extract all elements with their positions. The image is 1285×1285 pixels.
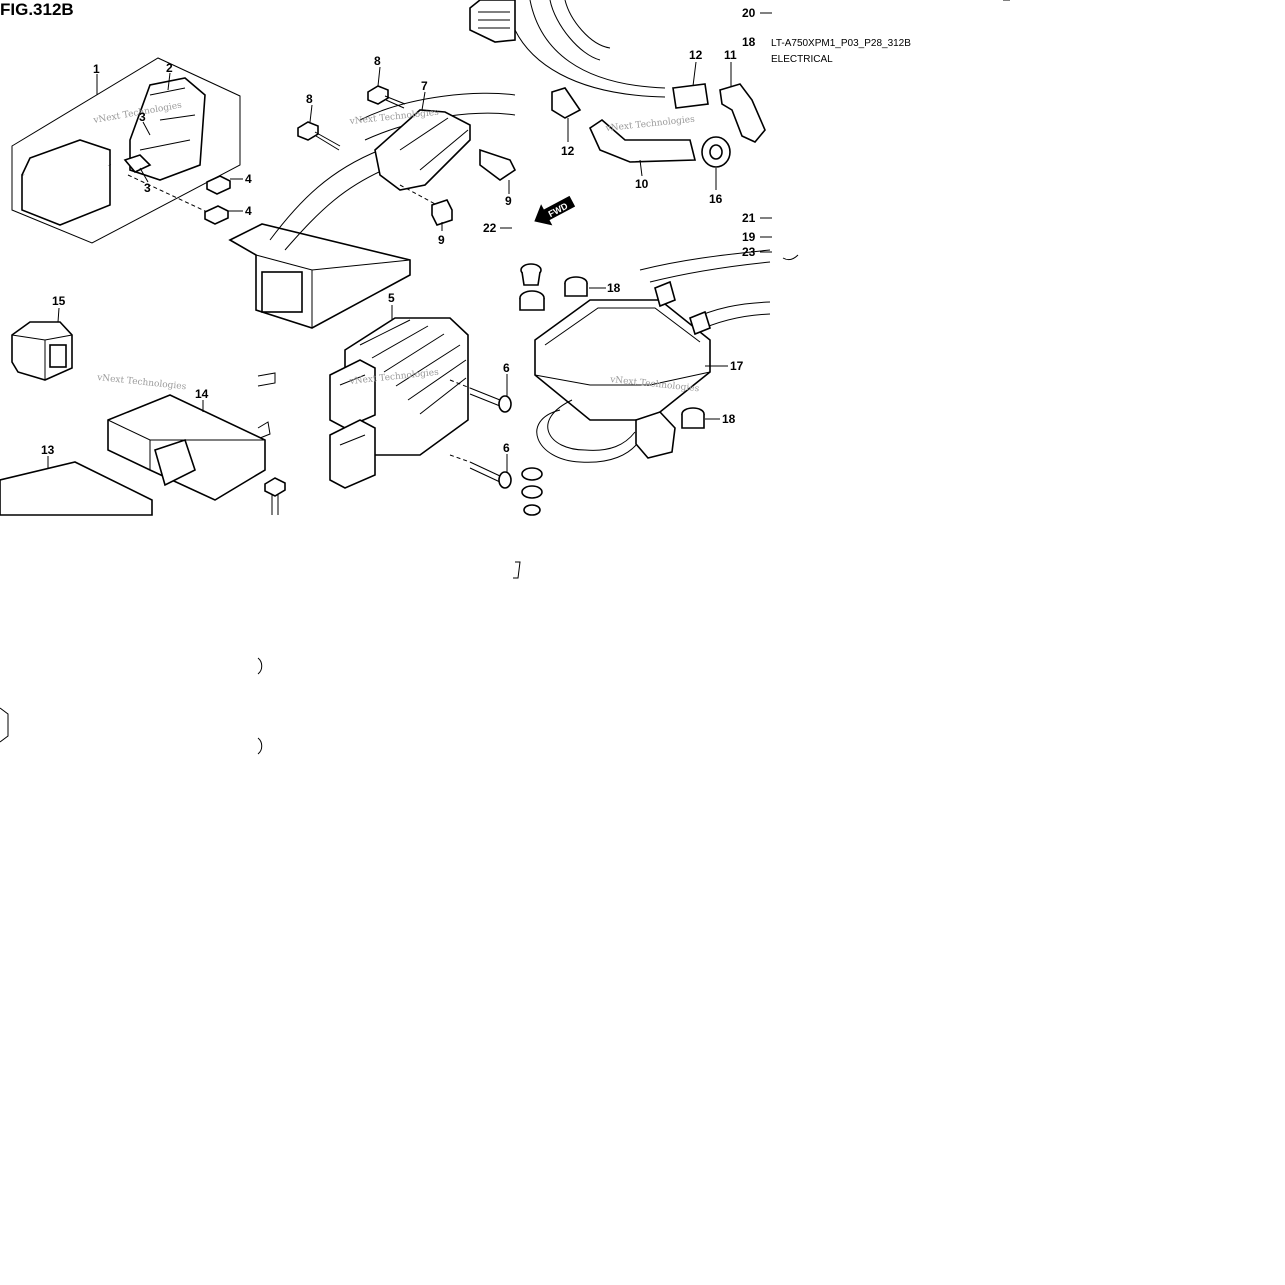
callout-11: 11: [724, 48, 737, 62]
ecm-housing: [228, 223, 411, 329]
callout-8a: 8: [374, 54, 381, 68]
callout-15: 15: [52, 294, 66, 308]
callout-5: 5: [388, 291, 395, 305]
callout-12b: 12: [561, 144, 575, 158]
callout-2: 2: [166, 61, 173, 75]
callout-9b: 9: [505, 194, 512, 208]
clipped-fragment-right: [782, 0, 1010, 261]
callout-20: 20: [742, 6, 756, 20]
callout-22: 22: [483, 221, 497, 235]
callout-23: 23: [742, 245, 756, 259]
bolt-4a: [206, 175, 231, 195]
bolt-6b: [449, 454, 512, 489]
callout-13: 13: [41, 443, 55, 457]
spacer-9: [399, 184, 453, 226]
callout-8b: 8: [306, 92, 313, 106]
clip-small: [257, 372, 276, 439]
connector-15: [11, 321, 73, 381]
callout-1: 1: [93, 62, 100, 76]
control-unit-17: [534, 249, 771, 463]
callout-4a: 4: [245, 172, 252, 186]
tank-upper: [469, 0, 516, 43]
ring-16: [701, 136, 731, 168]
callout-21: 21: [742, 211, 756, 225]
callout-4b: 4: [245, 204, 252, 218]
clipped-fragments: [0, 561, 521, 755]
callout-18c: 18: [722, 412, 736, 426]
callout-6a: 6: [503, 361, 510, 375]
grommet-18a: [564, 276, 588, 297]
callout-labels: 1 2 3 3 4 4 8 8 7 9 9 22 12 11 12 10 16 …: [41, 6, 756, 457]
callout-16: 16: [709, 192, 723, 206]
callout-9a: 9: [438, 233, 445, 247]
grommet-18b: [681, 407, 705, 429]
relay-assembly: [11, 57, 241, 244]
callout-6b: 6: [503, 441, 510, 455]
callout-3b: 3: [144, 181, 151, 195]
hose-10: [588, 118, 697, 163]
figure-title: FIG.312B: [0, 0, 74, 19]
fwd-arrow: FWD: [534, 195, 576, 226]
callout-10: 10: [635, 177, 649, 191]
hose-assembly-7: [269, 92, 517, 251]
regulator-5: [329, 317, 469, 489]
watermark-4: vNext Technologies: [96, 373, 187, 392]
watermark-3: vNext Technologies: [604, 115, 695, 134]
callout-19: 19: [742, 230, 756, 244]
callout-14: 14: [195, 387, 209, 401]
elbow-11: [719, 83, 766, 143]
collar-stack: [519, 263, 545, 516]
box-13: [0, 461, 153, 516]
bracket-14: [107, 394, 266, 501]
bolt-6a: [449, 379, 512, 413]
model-code: LT-A750XPM1_P03_P28_312B: [771, 38, 911, 49]
bolt-4b: [204, 205, 229, 225]
bolt-8b: [297, 121, 341, 151]
joint-12: [672, 83, 709, 109]
callout-18a: 18: [742, 35, 756, 49]
callout-3a: 3: [139, 110, 146, 124]
callout-7: 7: [421, 79, 428, 93]
callout-17: 17: [730, 359, 744, 373]
group-label: ELECTRICAL: [771, 54, 833, 65]
callout-12a: 12: [689, 48, 703, 62]
leader-lines: [47, 12, 772, 472]
hose-upper: [514, 0, 666, 119]
bolt-lower: [264, 477, 286, 515]
callout-18b: 18: [607, 281, 621, 295]
